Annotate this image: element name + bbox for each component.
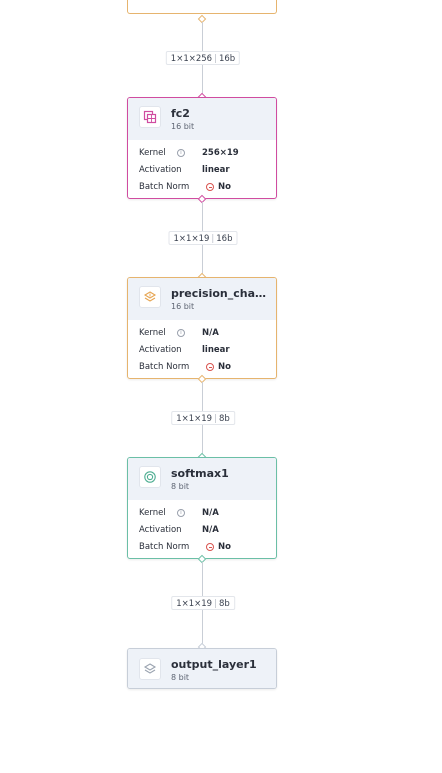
node-bit-width: 8 bit bbox=[171, 673, 190, 682]
kernel-row: Kernel i 256×19 bbox=[128, 145, 276, 162]
batch-norm-label: Batch Norm bbox=[139, 542, 190, 552]
node-header: fc2 16 bit bbox=[128, 98, 276, 140]
node-title: output_layer1 bbox=[171, 658, 257, 671]
layer-node-softmax1[interactable]: softmax1 8 bit Kernel i N/A Activation N… bbox=[127, 457, 277, 559]
layer-node-precision-change[interactable]: precision_chang... 16 bit Kernel i N/A A… bbox=[127, 277, 277, 379]
node-header: softmax1 8 bit bbox=[128, 458, 276, 500]
tensor-shape: 1×1×19 bbox=[176, 414, 213, 424]
kernel-label: Kernel bbox=[139, 508, 166, 518]
node-title: softmax1 bbox=[171, 467, 229, 480]
edge-label: 1×1×19|8b bbox=[171, 596, 235, 610]
output-layer-icon bbox=[139, 658, 161, 680]
bit-width: 16b bbox=[218, 54, 236, 64]
bit-width: 8b bbox=[218, 414, 230, 424]
node-bit-width: 16 bit bbox=[171, 122, 195, 131]
activation-value: linear bbox=[202, 165, 230, 175]
tensor-shape: 1×1×19 bbox=[176, 599, 213, 609]
disabled-icon bbox=[206, 183, 214, 191]
node-header: output_layer1 8 bit bbox=[128, 649, 276, 688]
kernel-row: Kernel i N/A bbox=[128, 505, 276, 522]
activation-label: Activation bbox=[139, 345, 182, 355]
activation-value: N/A bbox=[202, 525, 219, 535]
edge-label: 1×1×19|16b bbox=[168, 231, 238, 245]
batch-norm-label: Batch Norm bbox=[139, 182, 190, 192]
activation-label: Activation bbox=[139, 525, 182, 535]
batch-norm-row: Batch Norm No bbox=[128, 359, 276, 376]
edge-label: 1×1×19|8b bbox=[171, 411, 235, 425]
activation-row: Activation N/A bbox=[128, 522, 276, 539]
kernel-value: 256×19 bbox=[202, 148, 239, 158]
kernel-value: N/A bbox=[202, 328, 219, 338]
batch-norm-label: Batch Norm bbox=[139, 362, 190, 372]
dense-layer-icon bbox=[139, 106, 161, 128]
activation-value: linear bbox=[202, 345, 230, 355]
tensor-shape: 1×1×19 bbox=[173, 234, 210, 244]
batch-norm-value: No bbox=[218, 542, 231, 552]
batch-norm-value: No bbox=[218, 362, 231, 372]
node-title: fc2 bbox=[171, 107, 190, 120]
tensor-shape: 1×1×256 bbox=[170, 54, 213, 64]
kernel-label: Kernel bbox=[139, 328, 166, 338]
bit-width: 16b bbox=[216, 234, 233, 244]
node-title: precision_chang... bbox=[171, 287, 273, 300]
node-bit-width: 16 bit bbox=[171, 302, 195, 311]
node-bit-width: 8 bit bbox=[171, 482, 190, 491]
edge-label: 1×1×256|16b bbox=[165, 51, 241, 65]
info-icon[interactable]: i bbox=[177, 149, 185, 157]
kernel-value: N/A bbox=[202, 508, 219, 518]
layer-node-fc2[interactable]: fc2 16 bit Kernel i 256×19 Activation li… bbox=[127, 97, 277, 199]
disabled-icon bbox=[206, 363, 214, 371]
batch-norm-value: No bbox=[218, 182, 231, 192]
batch-norm-row: Batch Norm No bbox=[128, 179, 276, 196]
disabled-icon bbox=[206, 543, 214, 551]
layer-node-output-layer1[interactable]: output_layer1 8 bit bbox=[127, 648, 277, 689]
node-header: precision_chang... 16 bit bbox=[128, 278, 276, 320]
softmax-icon bbox=[139, 466, 161, 488]
activation-row: Activation linear bbox=[128, 342, 276, 359]
info-icon[interactable]: i bbox=[177, 329, 185, 337]
batch-norm-row: Batch Norm No bbox=[128, 539, 276, 556]
quantize-layer-icon bbox=[139, 286, 161, 308]
activation-label: Activation bbox=[139, 165, 182, 175]
bit-width: 8b bbox=[218, 599, 230, 609]
kernel-row: Kernel i N/A bbox=[128, 325, 276, 342]
kernel-label: Kernel bbox=[139, 148, 166, 158]
info-icon[interactable]: i bbox=[177, 509, 185, 517]
activation-row: Activation linear bbox=[128, 162, 276, 179]
previous-layer-node[interactable] bbox=[127, 0, 277, 14]
